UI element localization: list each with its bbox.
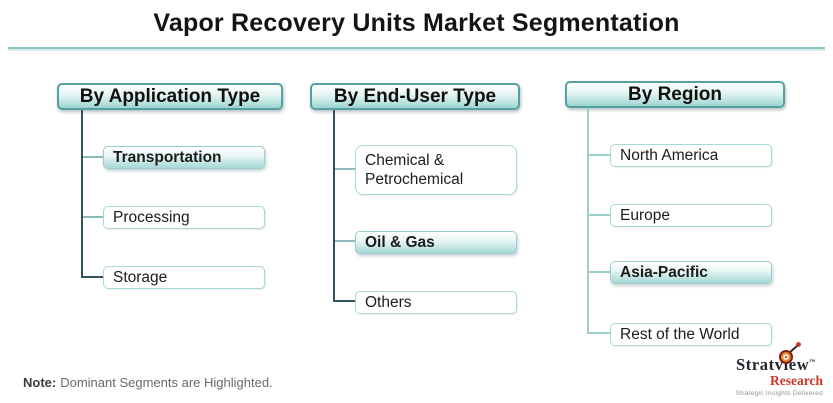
header-by-region: By Region [565,81,785,108]
segment-item-others: Others [355,291,517,314]
header-by-end-user-type: By End-User Type [310,83,520,110]
brand-name-secondary: Research [770,373,823,388]
segment-item-chemical-petrochemical: Chemical & Petrochemical [355,145,517,195]
trademark-symbol: ™ [809,359,816,366]
segment-item-processing: Processing [103,206,265,229]
magnifier-pin-icon [779,342,801,364]
connector-col3-vertical [587,108,589,334]
segment-item-rest-of-world: Rest of the World [610,323,772,346]
segment-item-asia-pacific: Asia-Pacific [610,261,772,284]
segment-item-oil-and-gas: Oil & Gas [355,231,517,254]
title-underline [8,47,825,49]
footnote-text: Dominant Segments are Highlighted. [60,375,273,390]
page-title: Vapor Recovery Units Market Segmentation [153,9,680,37]
connector-col3-branch-2 [589,214,610,216]
connector-col1-vertical [81,110,83,278]
footnote-label: Note: [23,375,57,390]
connector-col1-branch-3 [81,276,103,278]
connector-col3-branch-4 [587,332,610,334]
segment-item-storage: Storage [103,266,265,289]
segment-item-europe: Europe [610,204,772,227]
connector-col2-branch-2 [335,240,355,242]
connector-col2-branch-3 [333,300,355,302]
connector-col2-branch-1 [335,168,355,170]
connector-col1-branch-1 [83,156,103,158]
header-by-application-type: By Application Type [57,83,283,110]
connector-col3-branch-1 [589,154,610,156]
segment-item-north-america: North America [610,144,772,167]
connector-col2-vertical [333,110,335,302]
connector-col3-branch-3 [589,271,610,273]
footnote: Note:Dominant Segments are Highlighted. [23,375,273,390]
connector-col1-branch-2 [83,216,103,218]
segment-item-transportation: Transportation [103,146,265,169]
brand-tagline: Strategic Insights Delivered [735,390,823,397]
